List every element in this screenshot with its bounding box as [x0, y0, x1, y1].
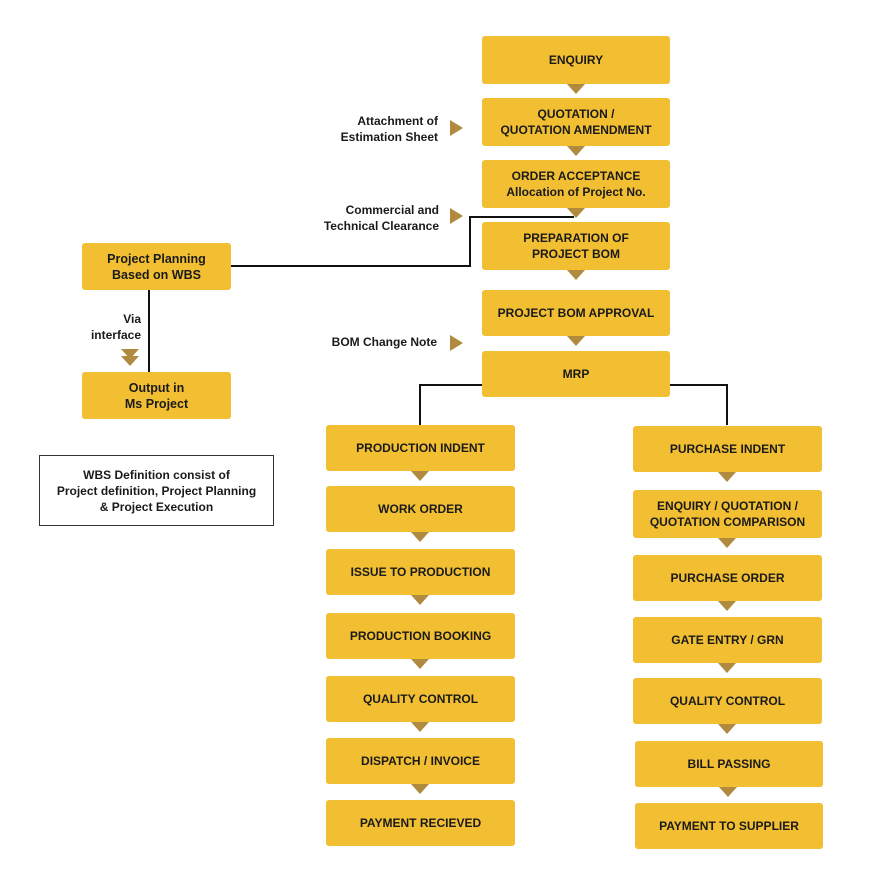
arrow-p5	[411, 722, 429, 732]
attachment-label: Attachment of Estimation Sheet	[340, 114, 438, 144]
bill-passing-box: BILL PASSING	[635, 741, 823, 787]
wbs-definition-note: WBS Definition consist of Project defini…	[39, 455, 274, 526]
dispatch-invoice-box: DISPATCH / INVOICE	[326, 738, 515, 784]
clearance-connector-h2	[231, 265, 471, 267]
mrp-branch-left-v	[419, 384, 421, 425]
mrp-branch-right-v	[726, 384, 728, 425]
arrow-p3	[411, 595, 429, 605]
arrow-p2	[411, 532, 429, 542]
arrow-p1	[411, 471, 429, 481]
arrow-bom-to-approval	[567, 270, 585, 280]
quotation-box: QUOTATION / QUOTATION AMENDMENT	[482, 98, 670, 146]
arrow-order-to-bom	[567, 208, 585, 218]
preparation-bom-box: PREPARATION OF PROJECT BOM	[482, 222, 670, 270]
attachment-arrow	[450, 120, 463, 136]
via-interface-label: Via interface	[90, 312, 141, 342]
payment-to-supplier-box: PAYMENT TO SUPPLIER	[635, 803, 823, 849]
arrow-q1	[718, 472, 736, 482]
arrow-q6	[719, 787, 737, 797]
bom-change-arrow	[450, 335, 463, 351]
work-order-box: WORK ORDER	[326, 486, 515, 532]
clearance-connector-h1	[470, 216, 574, 218]
issue-to-production-box: ISSUE TO PRODUCTION	[326, 549, 515, 595]
project-planning-box: Project Planning Based on WBS	[82, 243, 231, 290]
bom-change-label: BOM Change Note	[331, 335, 437, 349]
clearance-label: Commercial and Technical Clearance	[323, 203, 439, 233]
output-box: Output in Ms Project	[82, 372, 231, 419]
purchase-indent-box: PURCHASE INDENT	[633, 426, 822, 472]
via-interface-arrow-1	[121, 349, 139, 359]
mrp-branch-left-h	[419, 384, 483, 386]
production-booking-box: PRODUCTION BOOKING	[326, 613, 515, 659]
arrow-enquiry-to-quotation	[567, 84, 585, 94]
purchase-order-box: PURCHASE ORDER	[633, 555, 822, 601]
clearance-connector-v	[469, 216, 471, 267]
enquiry-quotation-comparison-box: ENQUIRY / QUOTATION / QUOTATION COMPARIS…	[633, 490, 822, 538]
arrow-q5	[718, 724, 736, 734]
mrp-box: MRP	[482, 351, 670, 397]
quality-control-production-box: QUALITY CONTROL	[326, 676, 515, 722]
payment-received-box: PAYMENT RECIEVED	[326, 800, 515, 846]
arrow-p6	[411, 784, 429, 794]
arrow-q4	[718, 663, 736, 673]
arrow-approval-to-mrp	[567, 336, 585, 346]
arrow-p4	[411, 659, 429, 669]
quality-control-purchase-box: QUALITY CONTROL	[633, 678, 822, 724]
bom-approval-box: PROJECT BOM APPROVAL	[482, 290, 670, 336]
order-acceptance-box: ORDER ACCEPTANCE Allocation of Project N…	[482, 160, 670, 208]
mrp-branch-right-h	[669, 384, 728, 386]
arrow-quotation-to-order	[567, 146, 585, 156]
arrow-q2	[718, 538, 736, 548]
clearance-arrow	[450, 208, 463, 224]
arrow-q3	[718, 601, 736, 611]
via-interface-arrow-2	[121, 356, 139, 366]
planning-output-connector	[148, 290, 150, 372]
gate-entry-grn-box: GATE ENTRY / GRN	[633, 617, 822, 663]
enquiry-box: ENQUIRY	[482, 36, 670, 84]
production-indent-box: PRODUCTION INDENT	[326, 425, 515, 471]
